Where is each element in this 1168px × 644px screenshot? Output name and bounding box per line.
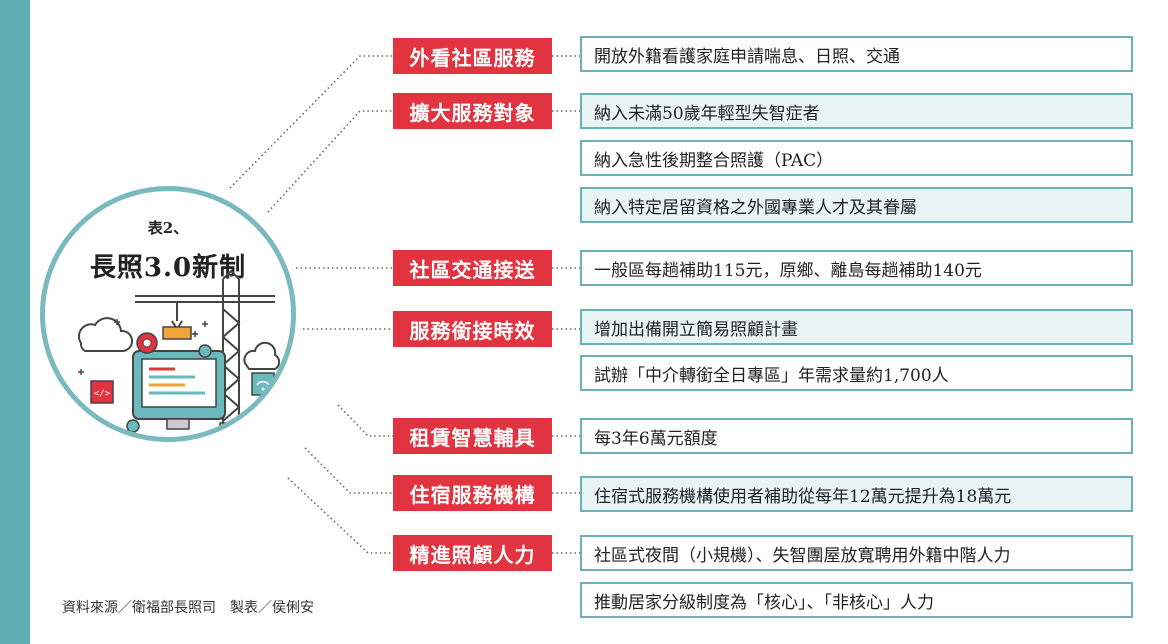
svg-text:</>: </> (94, 389, 111, 399)
cloud-icon-right (243, 341, 281, 370)
item-box: 試辦「中介轉銜全日專區」年需求量約1,700人 (580, 355, 1133, 391)
monitor-icon (132, 350, 226, 430)
item-box: 納入特定居留資格之外國專業人才及其眷屬 (580, 187, 1133, 223)
cloud-icon (78, 317, 133, 352)
connector-7 (287, 477, 393, 554)
gear-icon-green (198, 344, 212, 358)
center-circle: 表2、 長照3.0新制 </> (40, 186, 296, 442)
code-icon: </> (90, 380, 114, 404)
wifi-icon (251, 372, 275, 396)
item-box: 納入急性後期整合照護（PAC） (580, 140, 1133, 176)
item-box: 推動居家分級制度為「核心」、「非核心」人力 (580, 582, 1133, 618)
category-label-3: 社區交通接送 (393, 250, 552, 286)
category-label-6: 住宿服務機構 (393, 475, 552, 511)
category-label-5: 租賃智慧輔具 (393, 418, 552, 454)
category-label-7: 精進照顧人力 (393, 535, 552, 571)
category-label-4: 服務銜接時效 (393, 311, 552, 347)
item-box: 每3年6萬元額度 (580, 418, 1133, 454)
gear-icon-small (126, 419, 140, 433)
illustration: </> (65, 269, 281, 436)
item-box: 一般區每趟補助115元，原鄉、離島每趟補助140元 (580, 250, 1133, 286)
item-box: 納入未滿50歲年輕型失智症者 (580, 93, 1133, 129)
source-credit: 資料來源／衛福部長照司 製表／侯俐安 (62, 600, 314, 616)
crane-base (219, 422, 245, 436)
category-label-2: 擴大服務對象 (393, 93, 552, 129)
category-label-1: 外看社區服務 (393, 38, 552, 74)
item-box: 社區式夜間（小規機）、失智團屋放寬聘用外籍中階人力 (580, 535, 1133, 571)
diagram-subtitle: 表2、 (147, 219, 189, 237)
left-stripe (0, 0, 30, 644)
connector-1 (229, 55, 393, 189)
connector-6 (304, 447, 393, 494)
connector-5 (337, 404, 393, 437)
gear-icon (136, 332, 158, 354)
item-box: 增加出備開立簡易照顧計畫 (580, 309, 1133, 345)
item-box: 住宿式服務機構使用者補助從每年12萬元提升為18萬元 (580, 476, 1133, 512)
item-box: 開放外籍看護家庭申請喘息、日照、交通 (580, 36, 1133, 72)
diagram-title: 長照3.0新制 (89, 253, 247, 283)
